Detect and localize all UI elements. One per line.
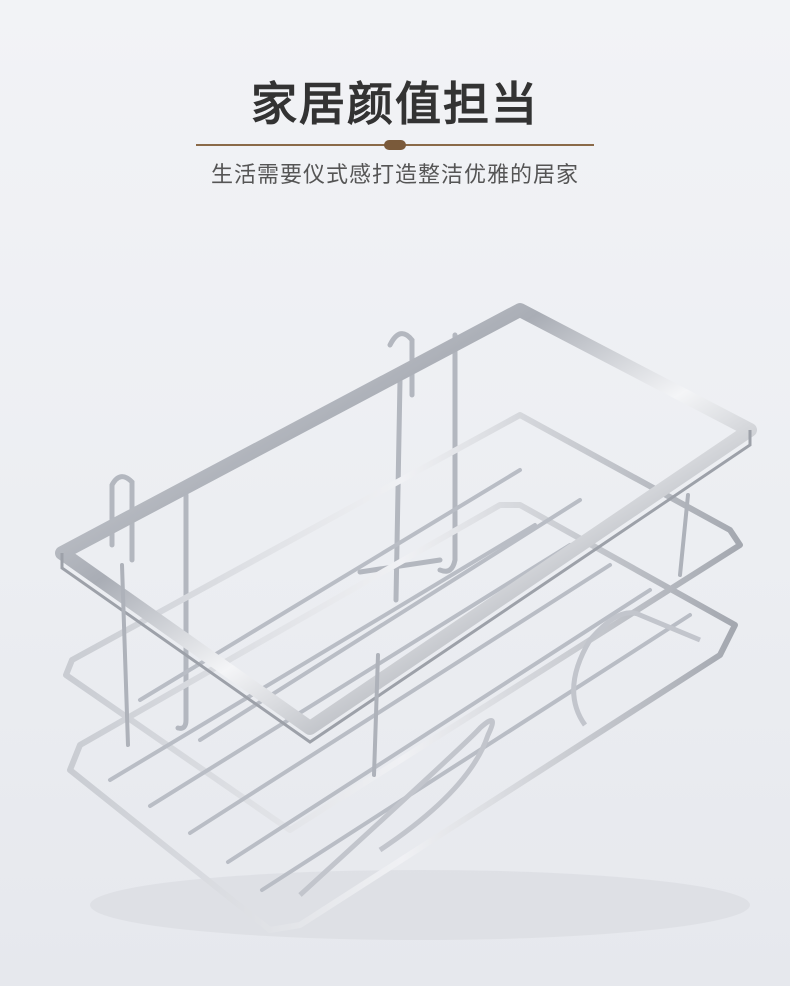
towel-loops (298, 610, 701, 897)
top-frame (55, 303, 757, 744)
wire-shelf-rack-illustration (55, 303, 757, 940)
rack-shadow (90, 870, 750, 940)
basket-slats (108, 468, 692, 892)
rack-posts (120, 493, 690, 777)
page-title: 家居颜值担当 (251, 77, 539, 131)
divider-accent (384, 140, 406, 150)
page-subtitle: 生活需要仪式感打造整洁优雅的居家 (210, 163, 579, 188)
